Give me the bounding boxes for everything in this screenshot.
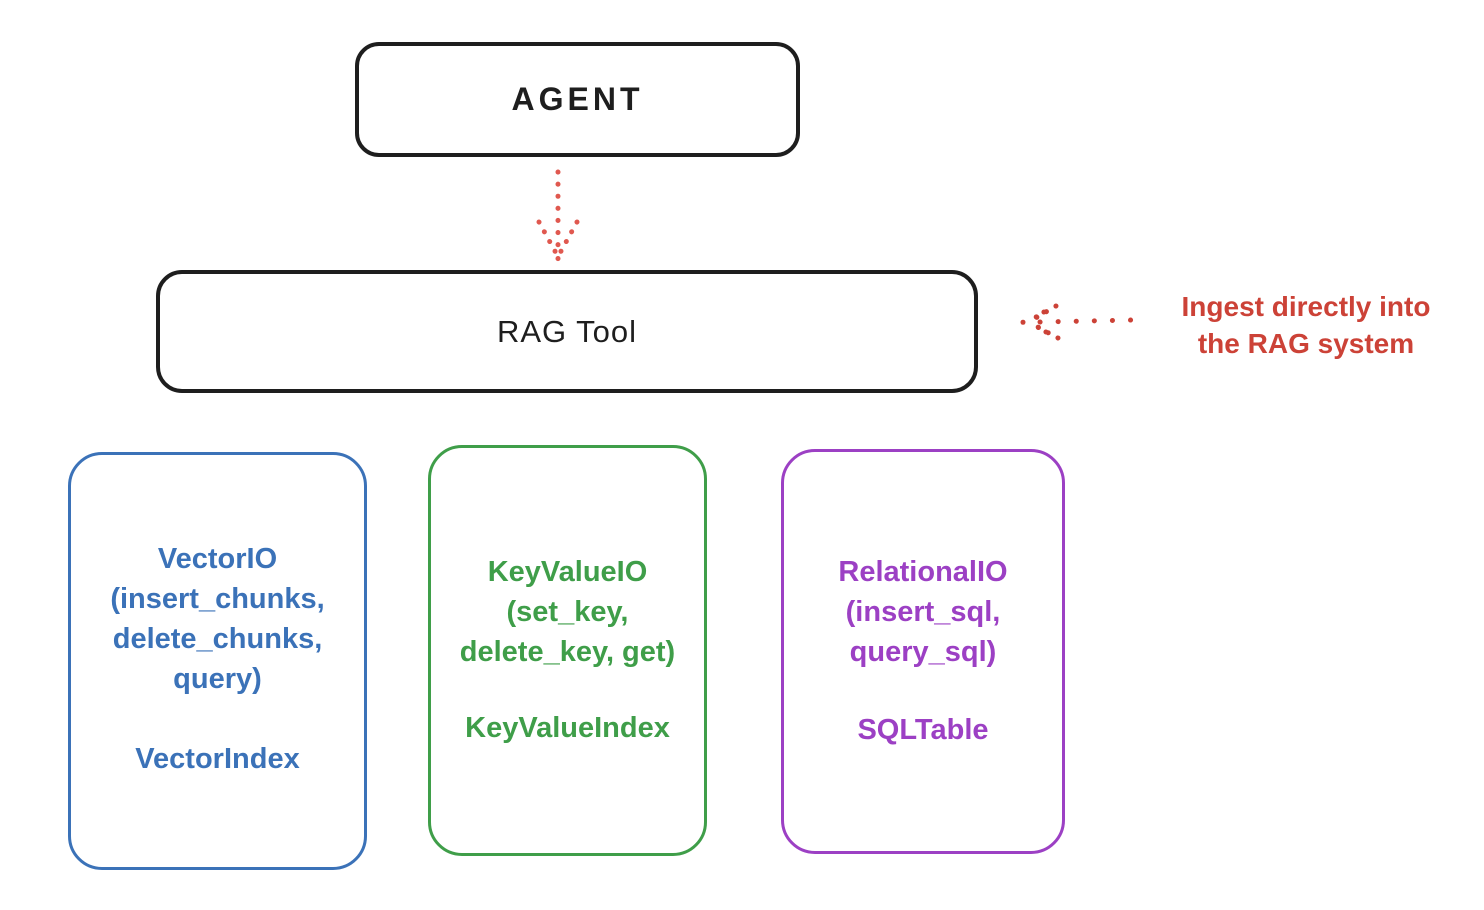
arrow-left-shaft (1037, 317, 1136, 325)
keyvalue-index-label: KeyValueIndex (465, 712, 670, 744)
arrow-down-head-right (557, 219, 580, 256)
ingest-annotation: Ingest directly into the RAG system (1140, 288, 1472, 362)
arrow-left-head-inner-top (1033, 309, 1047, 320)
arrow-left-head-inner-bottom (1035, 324, 1049, 335)
arrow-left-head-top (1026, 303, 1059, 325)
store-line: RelationalIO (838, 556, 1008, 588)
rag-tool-node: RAG Tool (156, 270, 978, 393)
store-line: (insert_sql, (845, 596, 1001, 628)
store-line: (insert_chunks, (110, 583, 325, 615)
ingest-annotation-line2: the RAG system (1197, 328, 1415, 359)
store-line: KeyValueIO (487, 556, 648, 588)
store-line: query_sql) (849, 636, 997, 668)
rag-tool-label: RAG Tool (496, 313, 638, 349)
agent-node: AGENT (355, 42, 800, 157)
store-line: delete_chunks, (112, 623, 323, 655)
arrow-down-head-left (536, 219, 559, 256)
ingest-annotation-arrow (1020, 303, 1136, 341)
relational-io-description: RelationalIO (insert_sql, query_sql) (784, 552, 1062, 672)
relational-io-node: RelationalIO (insert_sql, query_sql) SQL… (781, 449, 1065, 854)
agent-to-ragtool-arrow (536, 169, 580, 262)
store-line: VectorIO (157, 543, 278, 575)
vector-index-label: VectorIndex (135, 743, 300, 775)
store-line: (set_key, (506, 596, 629, 628)
vector-io-description: VectorIO (insert_chunks, delete_chunks, … (71, 539, 364, 699)
store-line: query) (173, 663, 262, 695)
agent-label: AGENT (511, 81, 644, 117)
vector-io-node: VectorIO (insert_chunks, delete_chunks, … (68, 452, 367, 870)
keyvalue-io-node: KeyValueIO (set_key, delete_key, get) Ke… (428, 445, 707, 856)
sql-table-label: SQLTable (857, 714, 989, 746)
store-line: delete_key, get) (459, 636, 676, 668)
ingest-annotation-line1: Ingest directly into (1181, 291, 1431, 322)
keyvalue-io-description: KeyValueIO (set_key, delete_key, get) (431, 552, 704, 672)
arrow-left-head-bottom (1027, 320, 1061, 341)
